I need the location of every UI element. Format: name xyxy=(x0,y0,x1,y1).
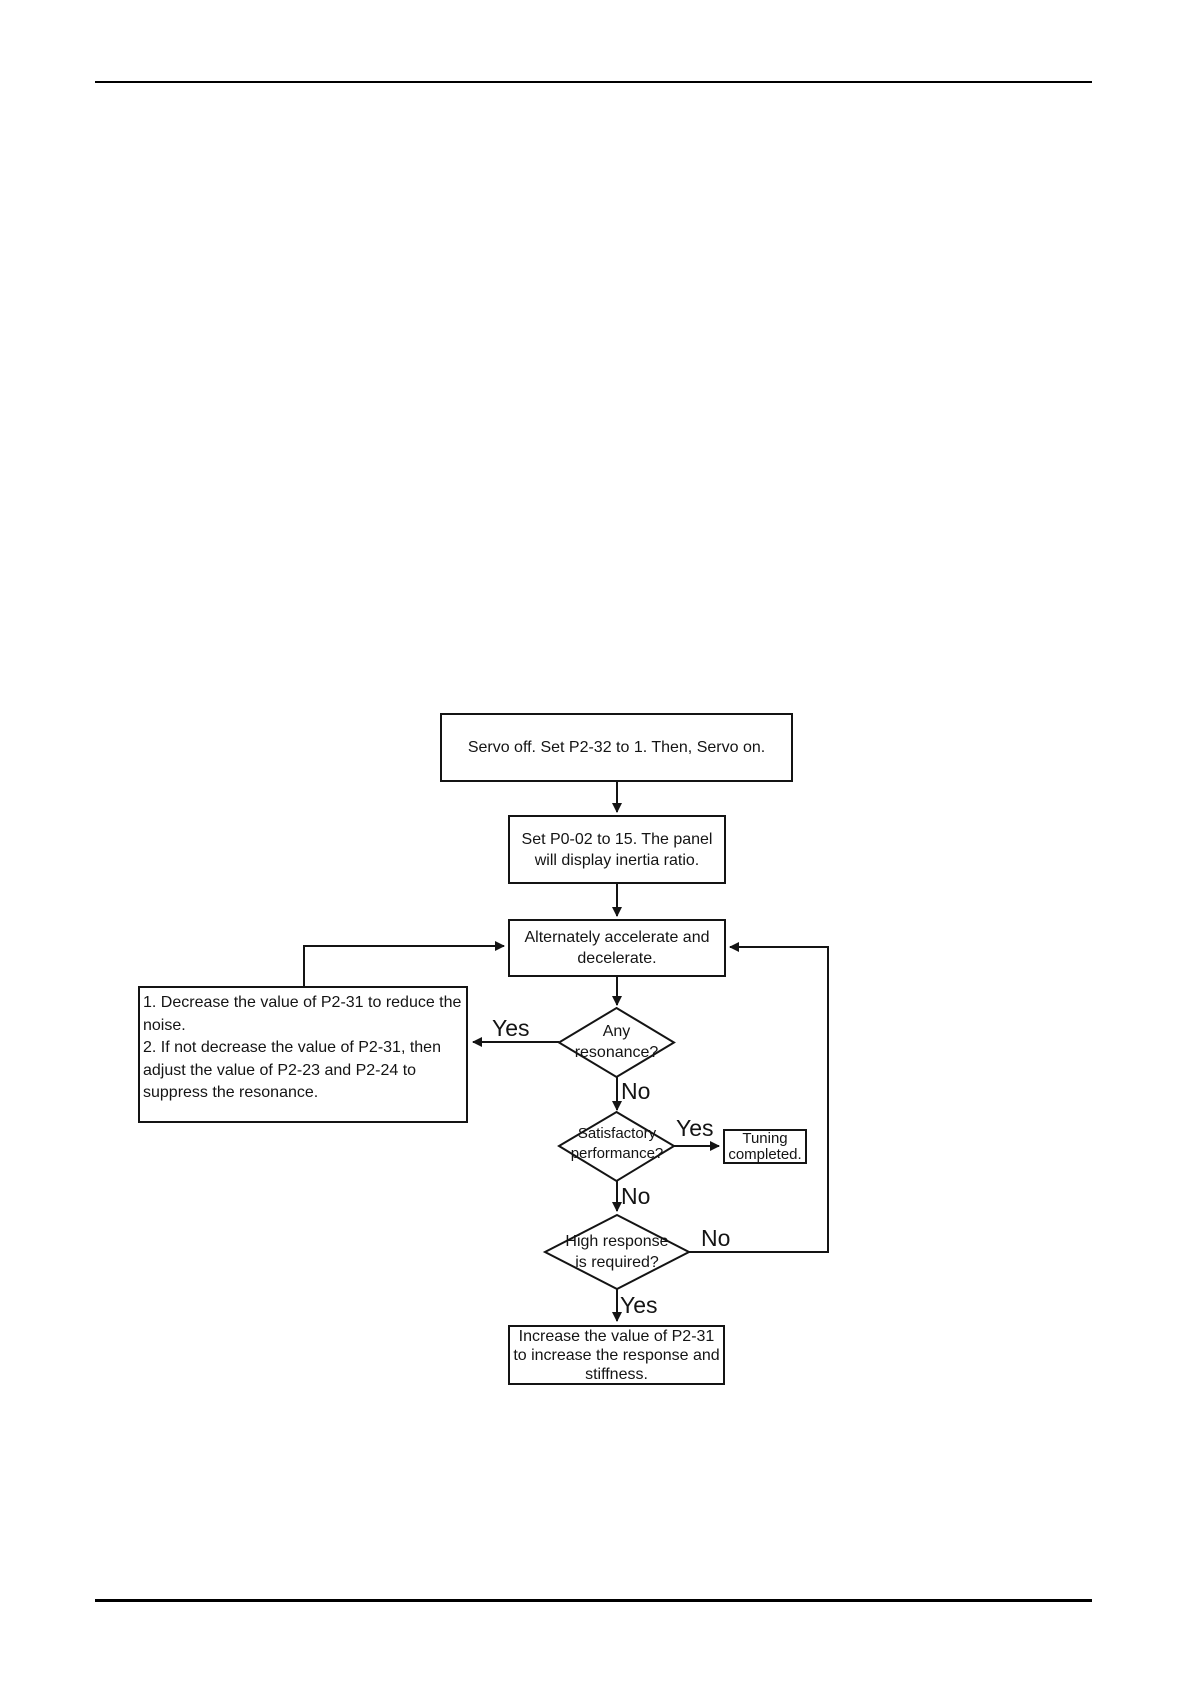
accelerate-decelerate-step: Alternately accelerate and decelerate. xyxy=(508,919,726,977)
high-response-question: High response is required? xyxy=(565,1233,669,1271)
resonance-yes-label: Yes xyxy=(492,1015,530,1041)
connector-highresponse-no-to-accelerate xyxy=(689,942,829,1253)
servo-off-step: Servo off. Set P2-32 to 1. Then, Servo o… xyxy=(440,713,793,782)
reduce-noise-note: 1. Decrease the value of P2-31 to reduce… xyxy=(138,986,468,1123)
increase-p231-step: Increase the value of P2-31 to increase … xyxy=(508,1325,725,1385)
connector-reduce-to-accelerate xyxy=(303,941,505,986)
footer-rule xyxy=(95,1599,1092,1602)
satisfactory-no-label: No xyxy=(621,1183,651,1209)
high-response-diamond xyxy=(542,1213,692,1291)
header-rule xyxy=(95,81,1092,83)
any-resonance-diamond xyxy=(557,1006,676,1079)
high-response-yes-label: Yes xyxy=(620,1292,658,1318)
tuning-completed-step: Tuning completed. xyxy=(723,1129,807,1164)
satisfactory-yes-label: Yes xyxy=(676,1115,714,1141)
resonance-no-label: No xyxy=(621,1078,651,1104)
satisfactory-performance-question: Satisfactory performance? xyxy=(570,1125,664,1162)
set-p002-step: Set P0-02 to 15. The panel will display … xyxy=(508,815,726,884)
high-response-no-label: No xyxy=(701,1225,731,1251)
any-resonance-question: Any resonance? xyxy=(574,1023,659,1061)
satisfactory-performance-diamond xyxy=(557,1110,676,1183)
